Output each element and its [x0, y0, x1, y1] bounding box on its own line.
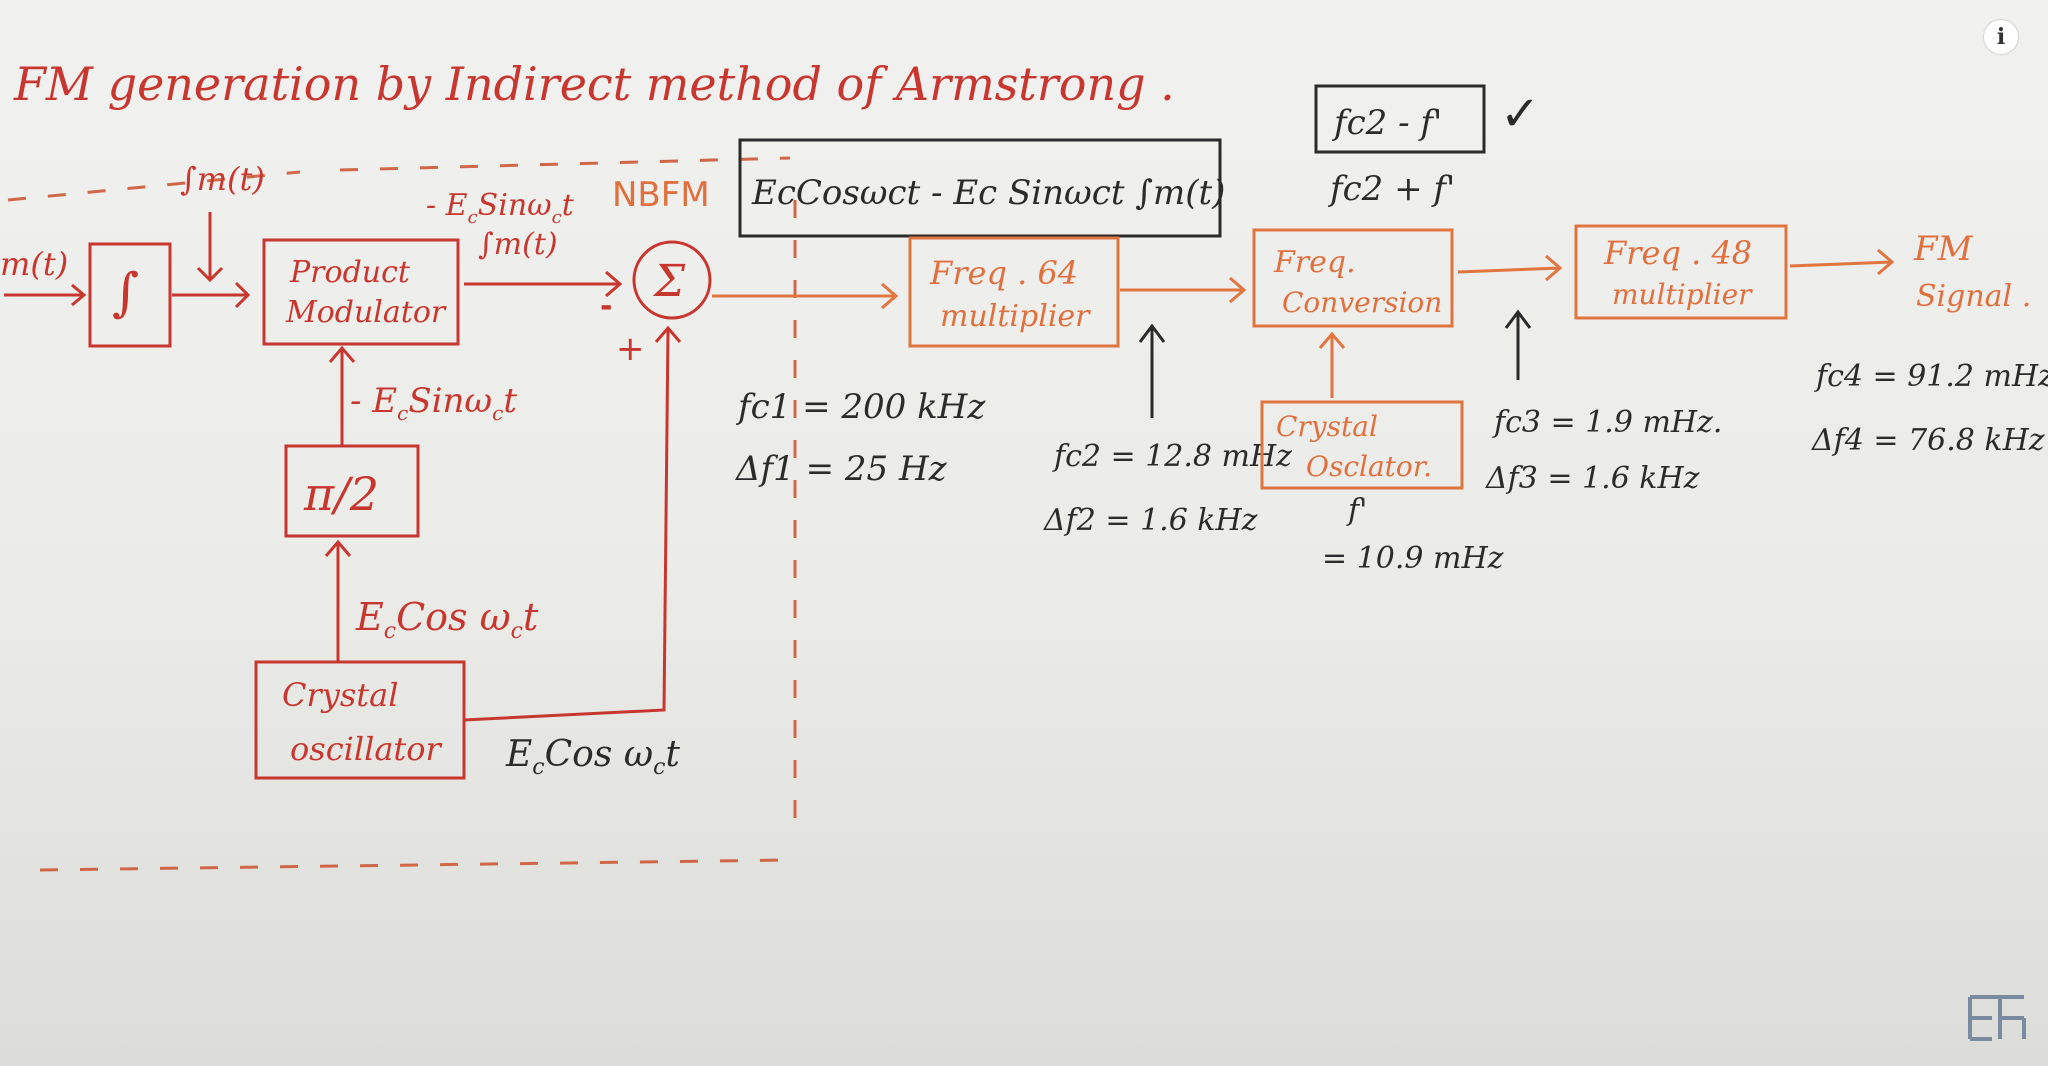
fm-signal-line1: FM — [1913, 229, 1974, 269]
conv-bottom-label: fc2 + f' — [1327, 169, 1455, 209]
phase-shift-label: π/2 — [303, 467, 379, 521]
phase-shift-block — [284, 444, 420, 538]
product-modulator-line2: Modulator — [285, 295, 447, 330]
oscillator-to-phase-arrow — [324, 539, 352, 662]
summer-block — [632, 240, 712, 320]
summer-plus-sign: + — [616, 329, 645, 369]
fc4-label: fc4 = 91.2 mHz — [1814, 359, 2048, 394]
phase-to-modulator-arrow — [328, 345, 356, 446]
dashed-boundary-top-right — [339, 156, 791, 172]
fc3-label: fc3 = 1.9 mHz. — [1492, 405, 1722, 440]
product-modulator-line1: Product — [289, 255, 411, 290]
df4-label: Δf4 = 76.8 kHz — [1811, 423, 2045, 458]
conversion-line2: Conversion — [1282, 286, 1442, 319]
prod-out-integral-label: ∫m(t) — [478, 227, 558, 262]
fc3-pointer-arrow — [1504, 309, 1532, 380]
nbfm-label: NBFM — [612, 175, 710, 215]
fc2-pointer-arrow — [1138, 323, 1166, 418]
conv-top-label: fc2 - f' — [1331, 103, 1442, 143]
mult64-to-conversion-arrow — [1120, 276, 1247, 304]
mult64-line1: Freq . 64 — [929, 254, 1078, 292]
fm-signal-line2: Signal . — [1916, 279, 2031, 314]
osc2-line2: Osclator. — [1306, 450, 1432, 483]
integral-down-arrow — [196, 212, 224, 283]
freq-conversion-block — [1252, 228, 1454, 328]
fc2-minus-fprime-box — [1314, 84, 1486, 154]
input-arrow — [4, 283, 87, 307]
mult48-line1: Freq . 48 — [1603, 234, 1752, 272]
product-modulator-block — [262, 238, 460, 346]
integrator-block — [88, 242, 172, 348]
oscillator-to-summer-path — [463, 325, 682, 722]
mult48-to-output-arrow — [1789, 248, 1895, 276]
freq-multiplier-64-block — [908, 236, 1120, 348]
osc2-to-conversion-arrow — [1318, 331, 1346, 398]
fprime-value: = 10.9 mHz — [1322, 541, 1504, 576]
df3-label: Δf3 = 1.6 kHz — [1485, 461, 1700, 496]
fc1-label: fc1 = 200 kHz — [735, 387, 986, 427]
fc2-label: fc2 = 12.8 mHz — [1052, 439, 1292, 474]
integral-mt-label: ∫m(t) — [180, 160, 265, 198]
prod-out-label: - EcSinωct — [426, 188, 575, 228]
conversion-line1: Freq. — [1273, 245, 1356, 280]
ec-cos-label-2: EcCos ωct — [505, 734, 680, 780]
nbfm-expression-box — [738, 138, 1222, 238]
summer-minus-sign: - — [600, 289, 612, 324]
ec-cos-label: EcCos ωct — [355, 595, 539, 644]
freq-multiplier-48-block — [1574, 224, 1788, 320]
crystal-oscillator-line1: Crystal — [282, 676, 398, 714]
df1-label: Δf1 = 25 Hz — [734, 449, 948, 489]
channel-logo-icon — [1968, 995, 2026, 1041]
fprime-label: f' — [1346, 493, 1367, 528]
input-mt-label: m(t) — [0, 245, 68, 283]
nbfm-expression: EcCosωct - Ec Sinωct ∫m(t) — [751, 173, 1225, 213]
check-mark-icon: ✓ — [1500, 86, 1540, 142]
integrator-symbol: ∫ — [112, 263, 139, 323]
dashed-boundary-bottom — [39, 858, 791, 872]
mult64-line2: multiplier — [940, 299, 1091, 334]
crystal-oscillator-2-block — [1260, 400, 1464, 490]
info-icon[interactable]: i — [1984, 20, 2018, 54]
dashed-boundary-top-left — [7, 170, 301, 202]
diagram-title: FM generation by Indirect method of Arms… — [13, 57, 1175, 111]
mult48-line2: multiplier — [1612, 278, 1753, 311]
crystal-oscillator-line2: oscillator — [290, 730, 443, 768]
conversion-to-mult48-arrow — [1457, 254, 1563, 282]
crystal-oscillator-block — [254, 660, 466, 780]
df2-label: Δf2 = 1.6 kHz — [1043, 503, 1258, 538]
integrator-to-modulator-arrow — [172, 281, 251, 309]
summer-to-mult64-arrow — [712, 282, 899, 310]
summer-symbol: Σ — [652, 256, 686, 307]
osc2-line1: Crystal — [1276, 410, 1378, 443]
minus-sin-label: - EcSinωct — [350, 381, 517, 425]
modulator-to-summer-arrow — [464, 270, 623, 298]
